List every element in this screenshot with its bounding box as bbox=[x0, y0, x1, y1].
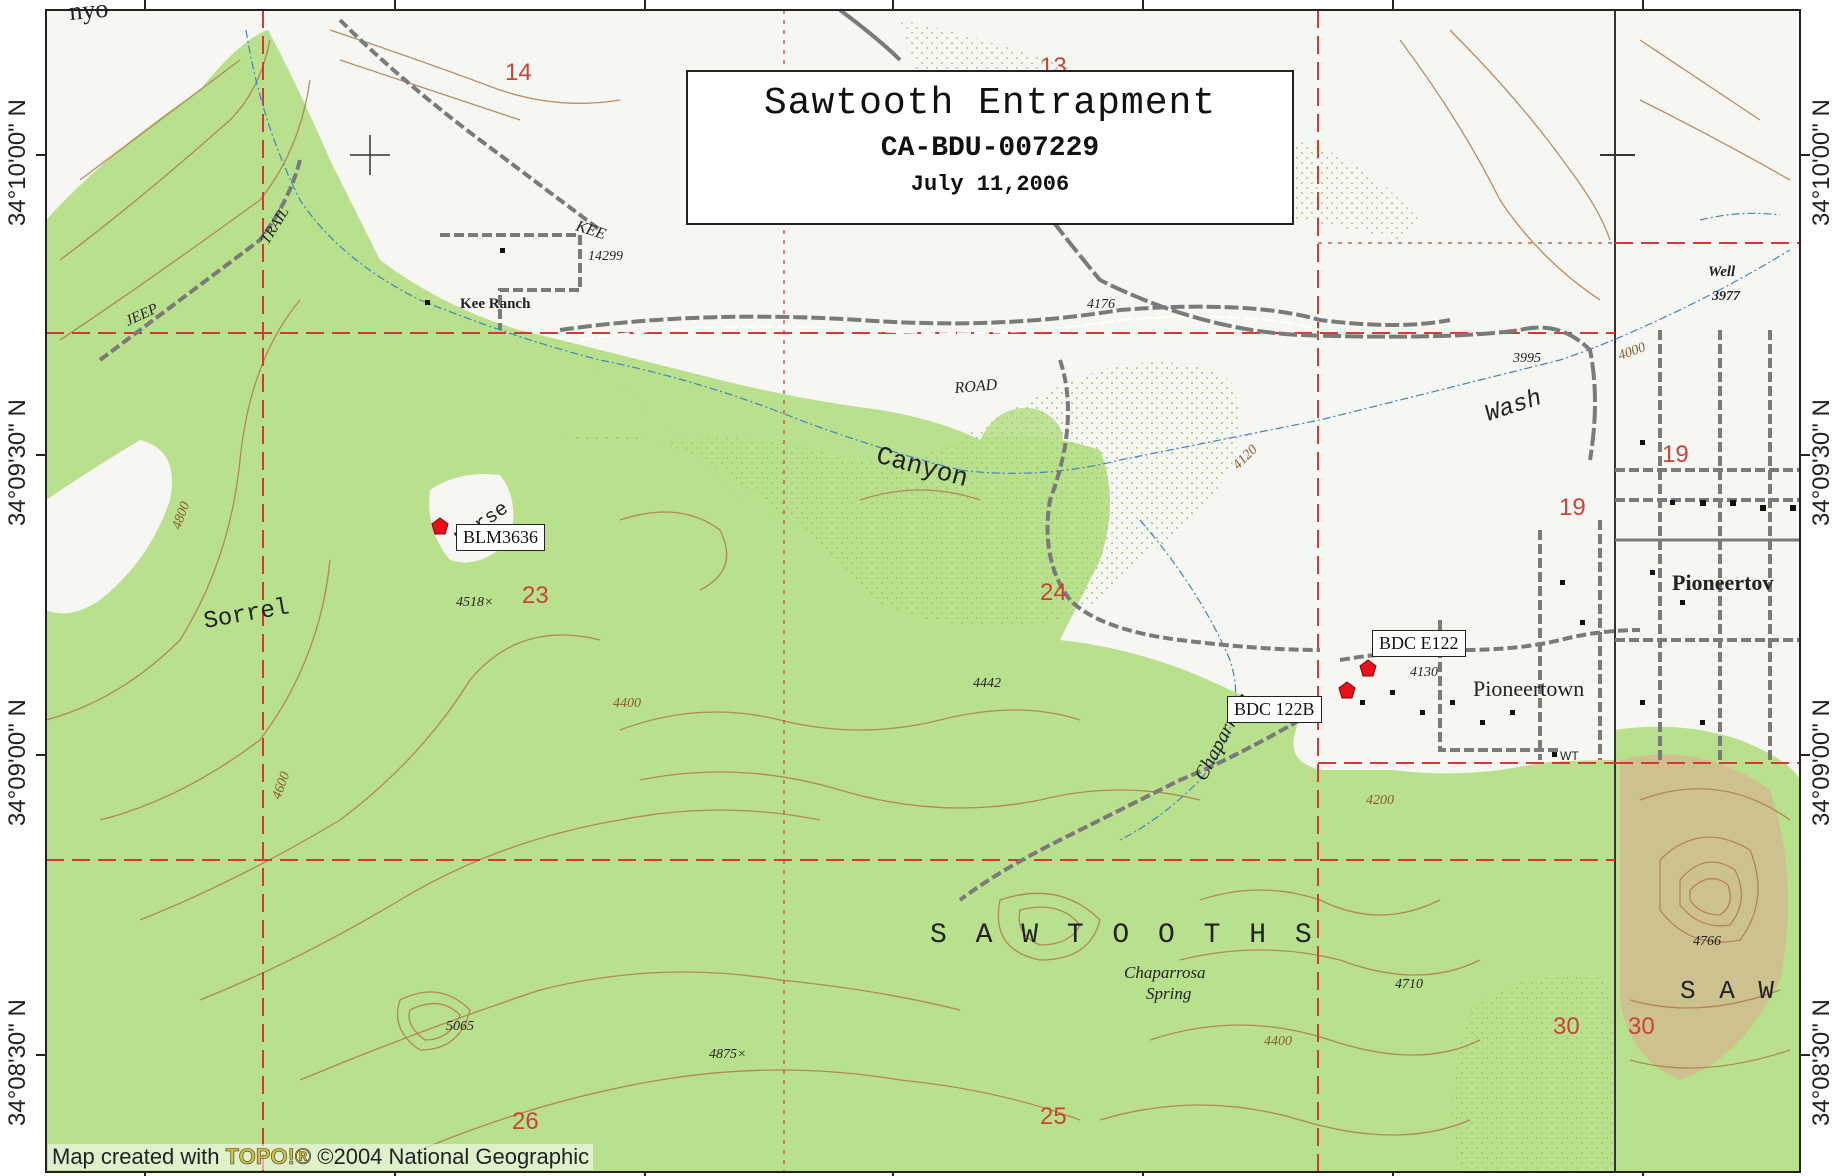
elevation-label: 4400 bbox=[1264, 1034, 1292, 1049]
contour-lines bbox=[45, 29, 1791, 1151]
elevation-label: 4130 bbox=[1410, 665, 1438, 680]
section-number: 25 bbox=[1040, 1103, 1067, 1130]
roads bbox=[98, 8, 1800, 902]
elevation-label: 4200 bbox=[1366, 793, 1394, 808]
credit-suffix: ©2004 National Geographic bbox=[317, 1144, 590, 1169]
section-number: 19 bbox=[1662, 441, 1689, 468]
lat-label-left: 34°10'00" N bbox=[4, 99, 31, 226]
lat-label-left: 34°08'30" N bbox=[4, 999, 31, 1126]
elevation-label: 3995 bbox=[1512, 351, 1541, 366]
label-spring-line2: Spring bbox=[1146, 984, 1191, 1003]
elevation-label: 4400 bbox=[613, 696, 641, 711]
incident-id: CA-BDU-007229 bbox=[880, 133, 1100, 164]
lat-label-right: 34°10'00" N bbox=[1808, 99, 1835, 226]
label-wt: WT bbox=[1560, 749, 1579, 763]
elevation-label: 4875× bbox=[709, 1047, 746, 1062]
section-number: 26 bbox=[512, 1108, 539, 1135]
label-pioneertown: Pioneertown bbox=[1473, 676, 1584, 701]
label-inyo: nyo bbox=[68, 0, 109, 26]
scrub-area-south-east bbox=[1452, 974, 1620, 1172]
map-title-box: Sawtooth Entrapment CA-BDU-007229 July 1… bbox=[686, 70, 1294, 225]
section-number: 30 bbox=[1553, 1013, 1580, 1040]
elevation-label: 4442 bbox=[973, 676, 1001, 691]
map-frame bbox=[45, 9, 1801, 1173]
label-road: ROAD bbox=[953, 376, 998, 397]
label-sawtooths: S A W T O O T H S bbox=[930, 920, 1318, 951]
site-marker-bdc-e122[interactable] bbox=[1359, 659, 1377, 677]
lat-label-right: 34°08'30" N bbox=[1808, 999, 1835, 1126]
site-label-bdc-e122: BDC E122 bbox=[1372, 630, 1466, 657]
elevation-label: 5065 bbox=[446, 1019, 474, 1034]
section-grid bbox=[46, 10, 1800, 1172]
buildings bbox=[425, 248, 1796, 757]
topo-logo: TOPO!® bbox=[225, 1144, 312, 1170]
lat-label-left: 34°09'00" N bbox=[4, 699, 31, 826]
lat-label-right: 34°09'00" N bbox=[1808, 699, 1835, 826]
elevation-label: 3977 bbox=[1711, 289, 1741, 304]
label-kee-ranch: Kee Ranch bbox=[460, 296, 531, 312]
elevation-label: 4518× bbox=[456, 595, 493, 610]
crosshair-icon bbox=[350, 135, 390, 175]
section-numbers: 14 13 19 19 23 24 26 25 30 30 bbox=[505, 53, 1689, 1135]
vegetation-area bbox=[46, 30, 1620, 1172]
label-spring-line1: Chaparrosa bbox=[1124, 963, 1206, 982]
map-credit: Map created with TOPO!® ©2004 National G… bbox=[48, 1144, 594, 1170]
scrub-area bbox=[560, 362, 1240, 627]
mountain-contours-dense bbox=[1620, 754, 1788, 1080]
elevation-label: 4766 bbox=[1693, 934, 1721, 949]
site-marker-bdc-122b[interactable] bbox=[1338, 681, 1356, 699]
credit-prefix: Map created with bbox=[52, 1144, 220, 1169]
site-label-blm3636: BLM3636 bbox=[456, 524, 546, 551]
section-number: 19 bbox=[1559, 494, 1586, 521]
elevation-label: 14299 bbox=[588, 249, 623, 264]
site-marker-blm3636[interactable] bbox=[431, 517, 449, 535]
label-pioneertown-edge: Pioneertov bbox=[1672, 570, 1773, 595]
label-saw: S A W bbox=[1680, 976, 1778, 1006]
site-label-bdc-122b: BDC 122B bbox=[1227, 696, 1322, 723]
section-number: 23 bbox=[522, 582, 549, 609]
section-number: 14 bbox=[505, 59, 532, 86]
section-number: 30 bbox=[1628, 1013, 1655, 1040]
section-number: 24 bbox=[1040, 579, 1067, 606]
lat-label-right: 34°09'30" N bbox=[1808, 399, 1835, 526]
elevation-label: 4710 bbox=[1395, 977, 1423, 992]
elevation-labels: 14299 4176 3995 3977 4518× 4130 4442 440… bbox=[170, 249, 1741, 1062]
lat-label-left: 34°09'30" N bbox=[4, 399, 31, 526]
clearing-west bbox=[46, 440, 172, 614]
label-well: Well bbox=[1708, 264, 1736, 280]
elevation-label: 4176 bbox=[1087, 297, 1115, 312]
frame-ticks bbox=[36, 0, 1810, 1176]
incident-date: July 11,2006 bbox=[910, 172, 1070, 197]
site-markers bbox=[431, 517, 1377, 699]
streams bbox=[245, 29, 1791, 841]
map-title: Sawtooth Entrapment bbox=[763, 82, 1217, 125]
